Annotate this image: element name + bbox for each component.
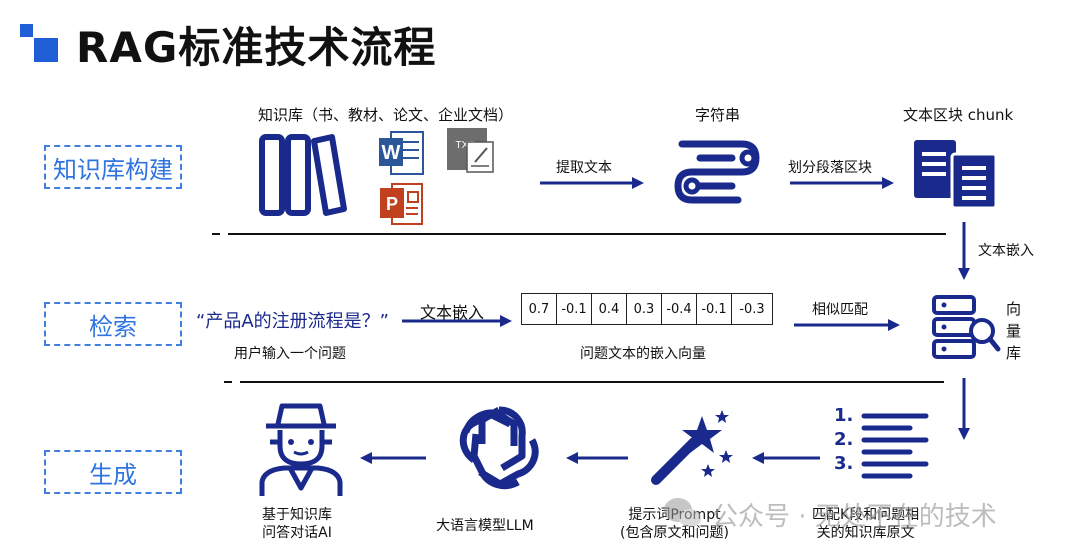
arrow-right-icon [794,317,902,337]
vector-caption: 问题文本的嵌入向量 [580,346,706,362]
vector-db-char: 向 [1006,300,1022,318]
vector-value: 0.3 [627,294,662,324]
logo-icon [20,24,60,64]
sources-label: 知识库（书、教材、论文、企业文档） [258,106,514,124]
vector-value: -0.1 [697,294,732,324]
vector-value: -0.3 [739,301,765,317]
vector-db-icon [930,293,1002,369]
separator-dash [212,233,220,235]
vector-value: 0.7 [522,294,557,324]
matched-caption-line: 关的知识库原文 [816,525,915,541]
chunk-docs-icon [910,136,1000,216]
string-label: 字符串 [695,106,741,124]
svg-text:P: P [386,194,398,214]
txt-doc-icon: TXT [445,126,497,178]
vector-db-label: 向 量 库 [1006,298,1021,364]
svg-text:TXT: TXT [456,140,475,151]
books-icon [258,133,348,222]
stage-generate-label: 生成 [44,450,182,494]
vector-value: -0.4 [662,294,697,324]
stage-retrieve-label: 检索 [44,302,182,346]
svg-text:W: W [382,142,401,164]
embed-down-label: 文本嵌入 [978,243,1034,259]
arrow-right-icon [790,175,896,195]
assistant-person-icon [254,398,348,504]
vector-value: 0.4 [592,294,627,324]
string-icon [672,134,762,220]
vector-db-char: 库 [1006,344,1022,362]
rank-number: 2. [834,429,854,450]
rank-number: 3. [834,453,854,474]
qa-caption: 基于知识库 问答对话AI [262,506,332,542]
embed-label: 文本嵌入 [420,303,485,322]
llm-icon [452,400,546,498]
query-caption: 用户输入一个问题 [234,346,346,362]
arrow-left-icon [752,450,822,470]
separator-dash [224,381,232,383]
similarity-match-label: 相似匹配 [812,302,868,318]
extract-text-label: 提取文本 [556,160,612,176]
magic-wand-icon [646,406,736,492]
arrow-left-icon [566,450,630,470]
arrow-left-icon [360,450,428,470]
watermark-text: 公众号 · 无处不在的技术 [712,502,997,532]
qa-caption-line: 基于知识库 [262,507,332,523]
llm-caption: 大语言模型LLM [436,518,534,534]
arrow-down-icon [956,222,972,286]
arrow-down-icon [956,378,972,446]
split-paragraph-label: 划分段落区块 [788,160,872,176]
word-doc-icon: W [377,128,427,182]
rank-number: 1. [834,405,854,426]
separator-line [240,381,944,383]
embedding-vector: 0.7 -0.1 0.4 0.3 -0.4 -0.1 -0.3 [521,293,773,325]
arrow-right-icon [402,313,514,333]
qa-caption-line: 问答对话AI [262,525,332,541]
stage-build-label: 知识库构建 [44,145,182,189]
prompt-caption-line: (包含原文和问题) [620,525,729,541]
page-title: RAG标准技术流程 [76,23,437,72]
wechat-icon [662,496,702,534]
vector-value: -0.1 [557,294,592,324]
arrow-right-icon [540,175,646,195]
chunk-label: 文本区块 chunk [903,106,1014,124]
ppt-doc-icon: P [378,180,428,232]
matched-caption: 匹配K段和问题相 关的知识库原文 [812,506,919,542]
separator-line [228,233,946,235]
matched-caption-line: 匹配K段和问题相 [812,507,920,523]
vector-db-char: 量 [1006,322,1022,340]
user-query: “产品A的注册流程是？” [196,311,389,332]
